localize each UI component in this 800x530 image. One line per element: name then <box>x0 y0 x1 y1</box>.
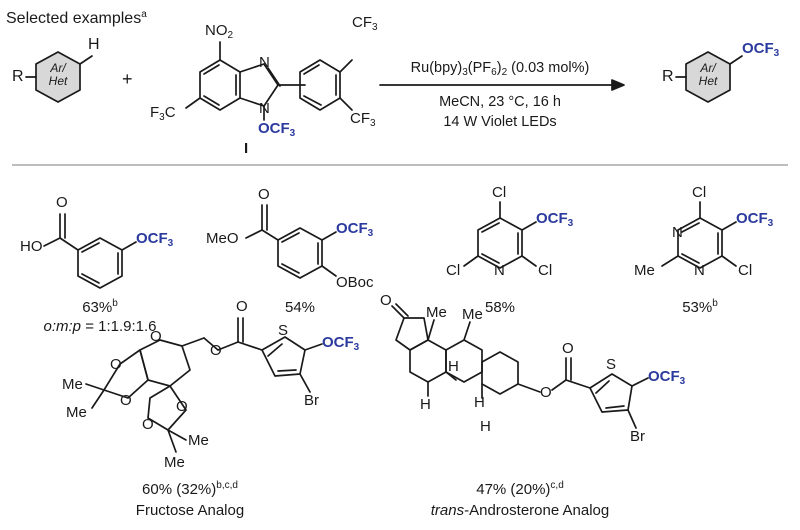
p1-ocf3: OCF3 <box>136 230 174 249</box>
product-r-label: R <box>662 68 674 85</box>
p4-yield: 53%b <box>682 298 718 316</box>
p5-o-carbonyl: O <box>236 298 248 315</box>
p2-o: O <box>258 186 270 203</box>
h-atom-label: H <box>88 36 100 53</box>
reagent-n-top: N <box>259 54 270 71</box>
product-6-structure <box>391 303 649 429</box>
product-3-structure <box>463 201 537 269</box>
product-ar-het-label: Ar/Het <box>698 61 718 88</box>
ar-het-label: Ar/Het <box>48 61 68 88</box>
p6-name: trans-Androsterone Analog <box>430 502 610 519</box>
p5-o3: O <box>176 398 188 415</box>
p3-cl-left: Cl <box>446 262 461 279</box>
p1-ratio: o:m:p = 1:1.9:1.6 <box>43 318 157 335</box>
p6-o-carbonyl: O <box>562 340 574 357</box>
reagent-n-bottom: N <box>259 100 270 117</box>
p6-o-ketone: O <box>380 292 392 309</box>
reagent-structure <box>185 41 353 121</box>
p4-cl-top: Cl <box>692 184 707 201</box>
p1-ho: HO <box>20 238 43 255</box>
header-text: Selected examples <box>6 10 142 27</box>
catalyst-text: Ru(bpy)3(PF6)2 (0.03 mol%) <box>410 60 590 78</box>
p5-me1: Me <box>62 376 83 393</box>
p3-n: N <box>494 262 505 279</box>
no2-label: NO2 <box>205 22 234 41</box>
p5-ocf3: OCF3 <box>322 334 360 353</box>
p6-h3: H <box>474 394 485 411</box>
p5-me2: Me <box>66 404 87 421</box>
header-label: Selected examplesa <box>6 6 147 28</box>
p3-cl-right: Cl <box>538 262 553 279</box>
p5-yield: 60% (32%)b,c,d <box>142 480 238 498</box>
product-2-structure <box>245 204 337 279</box>
p5-o-ring: O <box>150 328 162 345</box>
p2-yield: 54% <box>284 299 316 316</box>
product-ocf3: OCF3 <box>742 40 780 59</box>
cf3-bottom: CF3 <box>350 110 376 129</box>
p3-ocf3: OCF3 <box>536 210 574 229</box>
cf3-top: CF3 <box>352 14 378 33</box>
header-note: a <box>141 9 147 20</box>
p6-h2: H <box>420 396 431 413</box>
p2-meo: MeO <box>206 230 239 247</box>
p4-n-top: N <box>672 224 683 241</box>
p5-name: Fructose Analog <box>135 502 245 519</box>
p6-o-ester: O <box>540 384 552 401</box>
p3-cl-top: Cl <box>492 184 507 201</box>
p4-n-bottom: N <box>694 262 705 279</box>
p6-h1: H <box>448 358 459 375</box>
p6-yield: 47% (20%)c,d <box>476 480 564 498</box>
reagent-ocf3: OCF3 <box>258 120 296 139</box>
p5-me4: Me <box>164 454 185 471</box>
p6-h4: H <box>480 418 491 435</box>
substrate-structure <box>25 51 93 103</box>
p2-oboc: OBoc <box>336 274 374 291</box>
product-4-structure <box>661 201 737 269</box>
p4-ocf3: OCF3 <box>736 210 774 229</box>
p1-o: O <box>56 194 68 211</box>
section-divider <box>12 164 788 166</box>
conditions-text: MeCN, 23 °C, 16 h <box>439 94 561 110</box>
product-structure <box>675 51 743 103</box>
p4-me: Me <box>634 262 655 279</box>
p5-br: Br <box>304 392 319 409</box>
p5-s: S <box>278 322 289 339</box>
p4-cl-right: Cl <box>738 262 753 279</box>
p6-me2: Me <box>462 306 483 323</box>
p6-br: Br <box>630 428 645 445</box>
p6-s: S <box>606 356 617 373</box>
f3c-label: F3C <box>150 104 176 123</box>
p5-o-ester: O <box>210 342 222 359</box>
p1-yield: 63%b <box>82 298 118 316</box>
light-text: 14 W Violet LEDs <box>443 114 557 130</box>
reagent-name: I <box>244 140 249 157</box>
r-group-label: R <box>12 68 24 85</box>
p5-me3: Me <box>188 432 209 449</box>
product-5-structure <box>85 317 323 453</box>
reaction-arrow <box>379 79 625 91</box>
p5-o2: O <box>120 392 132 409</box>
p6-me1: Me <box>426 304 447 321</box>
p2-ocf3: OCF3 <box>336 220 374 239</box>
product-1-structure <box>43 213 137 289</box>
p3-yield: 58% <box>484 299 516 316</box>
p5-o4: O <box>142 416 154 433</box>
p5-o1: O <box>110 356 122 373</box>
plus-sign: + <box>122 69 133 89</box>
p6-ocf3: OCF3 <box>648 368 686 387</box>
